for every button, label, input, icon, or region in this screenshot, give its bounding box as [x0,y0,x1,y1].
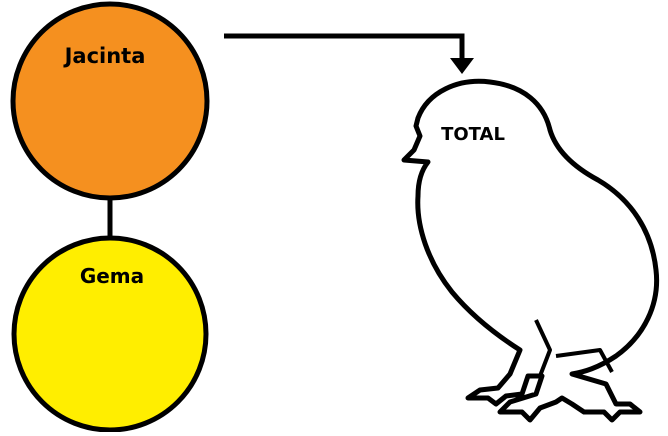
jacinta-circle [10,1,210,201]
chick-icon: TOTAL [401,78,660,423]
total-label: TOTAL [441,124,505,145]
jacinta-label: Jacinta [63,44,146,68]
node-gema: Gema [11,235,209,433]
gema-circle [11,235,209,433]
arrow-head-icon [450,58,474,74]
arrow-connector [224,33,474,74]
chick-leg-back [555,348,614,373]
chick-outline [401,78,660,423]
chick-leg-front [534,319,552,377]
node-jacinta: Jacinta [10,1,210,201]
gema-label: Gema [80,264,144,288]
arrow-line [224,33,465,62]
